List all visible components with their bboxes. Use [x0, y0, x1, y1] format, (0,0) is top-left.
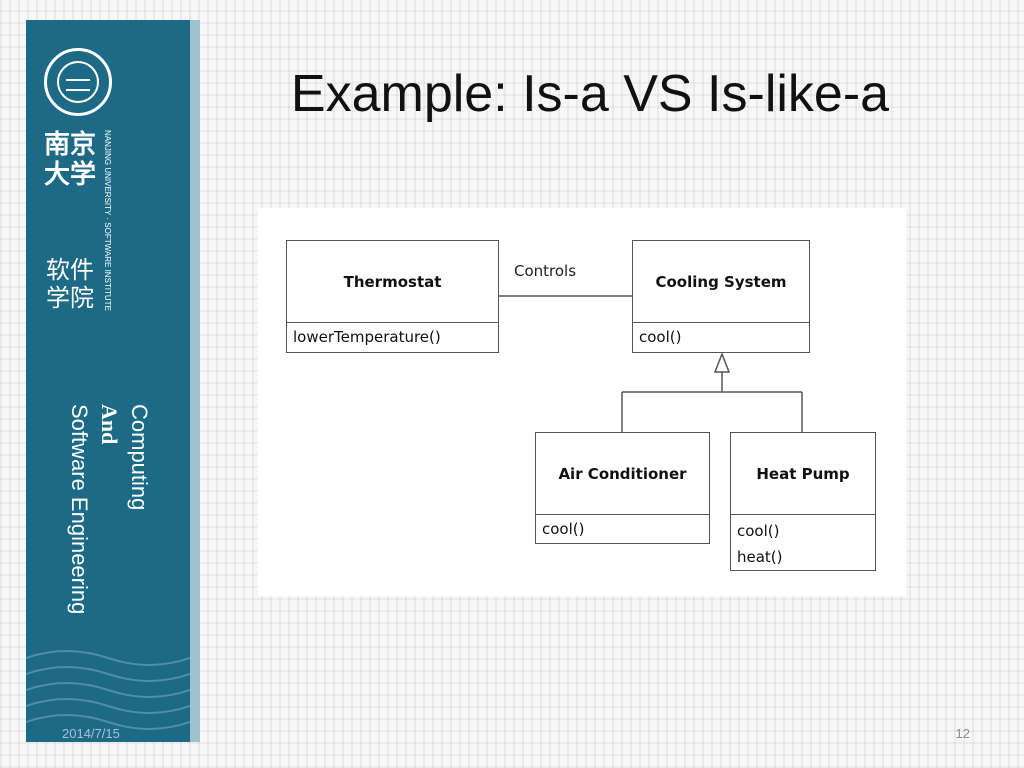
class-operations: cool() — [633, 323, 809, 351]
slide-date: 2014/7/15 — [62, 726, 120, 741]
sidebar: 南京大学 NANJING UNIVERSITY · SOFTWARE INSTI… — [26, 20, 190, 742]
sidebar-title-line3: Software Engineering — [67, 404, 92, 615]
operation: lowerTemperature() — [293, 328, 441, 346]
class-thermostat: Thermostat lowerTemperature() — [286, 240, 499, 353]
sidebar-title-and: And — [97, 404, 122, 445]
operation: cool() — [639, 328, 682, 346]
class-cooling-system: Cooling System cool() — [632, 240, 810, 353]
university-logo-icon — [44, 48, 112, 116]
sidebar-edge — [190, 20, 200, 742]
logo-emblem — [57, 61, 99, 103]
class-air-conditioner: Air Conditioner cool() — [535, 432, 710, 544]
class-name: Air Conditioner — [536, 433, 709, 515]
institute-name-cn: 软件学院 — [46, 256, 94, 312]
operation: cool() — [737, 522, 780, 540]
operation: cool() — [542, 520, 585, 538]
class-heat-pump: Heat Pump cool() heat() — [730, 432, 876, 571]
sidebar-vertical-title: Computing And Software Engineering — [58, 404, 154, 714]
class-operations: lowerTemperature() — [287, 323, 498, 351]
class-operations: cool() — [536, 515, 709, 543]
slide-number: 12 — [955, 726, 970, 741]
class-name: Cooling System — [633, 241, 809, 323]
association-label: Controls — [514, 262, 577, 280]
operation: heat() — [737, 548, 783, 566]
class-name: Thermostat — [287, 241, 498, 323]
wave-decoration-icon — [26, 650, 190, 730]
slide-title: Example: Is-a VS Is-like-a — [290, 65, 890, 123]
university-name-en: NANJING UNIVERSITY · SOFTWARE INSTITUTE — [103, 130, 112, 311]
class-operations: cool() heat() — [731, 515, 875, 573]
class-name: Heat Pump — [731, 433, 875, 515]
university-name-cn: 南京大学 — [43, 130, 96, 190]
sidebar-title-line1: Computing — [127, 404, 152, 511]
